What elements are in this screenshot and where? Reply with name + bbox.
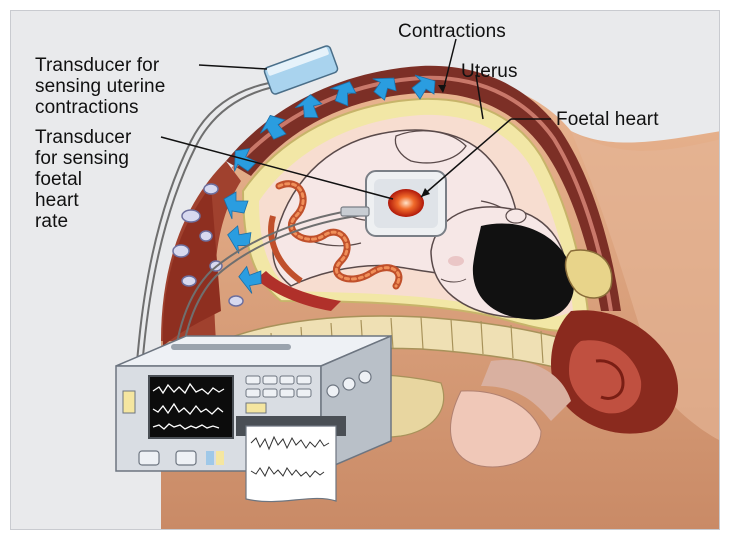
label-contractions: Contractions: [398, 21, 506, 42]
paper-strip: [246, 426, 336, 502]
foetal-heart: [388, 189, 424, 217]
label-uterus: Uterus: [461, 61, 518, 82]
diagram-frame: Contractions Uterus Foetal heart Transdu…: [10, 10, 720, 530]
label-transducer-contractions: Transducer for sensing uterine contracti…: [35, 55, 165, 118]
label-transducer-heart-rate: Transducer for sensing foetal heart rate: [35, 127, 131, 232]
label-foetal-heart: Foetal heart: [556, 109, 659, 130]
